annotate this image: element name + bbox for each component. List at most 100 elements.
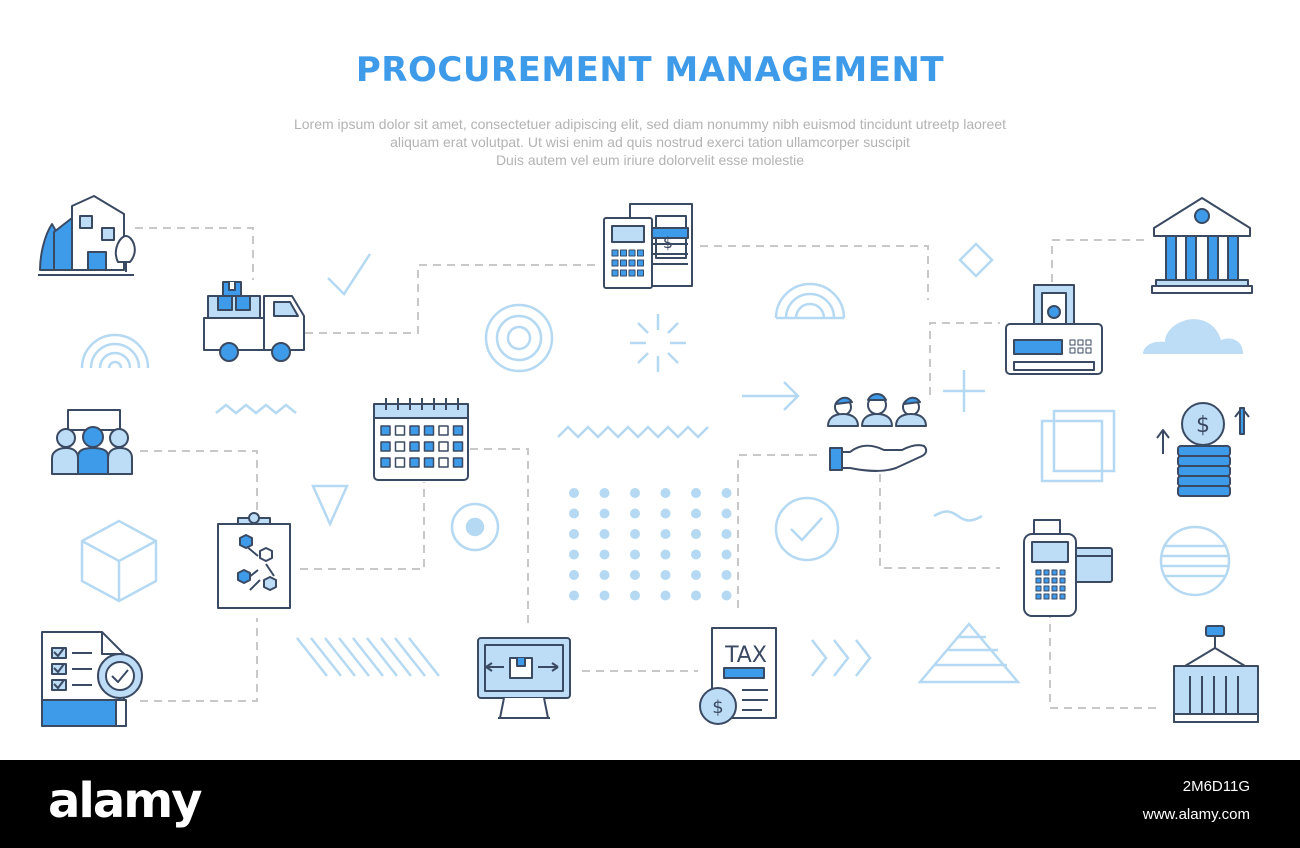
calendar-day-cell [438,441,449,452]
svg-text:TAX: TAX [724,643,767,668]
watermark-footer-bar [0,760,1300,848]
sparkle-decor [630,314,686,372]
calculator-key [628,259,636,267]
calendar-day-cell [394,441,406,452]
terminal-key [1043,593,1050,600]
image-id-label: 2M6D11G [1182,778,1250,795]
dot [691,529,701,539]
dot [630,529,640,539]
zigzag-decor [557,425,709,439]
dot [721,549,732,560]
card-payment-terminal-icon [1023,519,1113,617]
subtitle-line-3: Duis autem vel eum iriure dolorvelit ess… [495,152,805,168]
calendar-day-cell [409,425,420,436]
terminal-key [1051,577,1058,584]
bank-icon [1151,197,1253,294]
dot [660,570,671,580]
register-key [1085,339,1092,346]
calculator-key [637,259,644,267]
dot [691,488,701,498]
terminal-key [1051,569,1058,576]
dot [569,488,579,498]
cube-decor [80,519,158,603]
dot [599,570,610,580]
svg-text:$: $ [712,697,723,718]
dot [630,549,640,560]
calendar-day-cell [394,425,406,436]
calculator-key [628,249,636,257]
dot [569,549,579,560]
rainbow-arc-decor [80,333,150,369]
calendar-day-cell [394,457,406,468]
stripes-decor [296,637,440,677]
brand-logo: alamy [48,773,203,829]
diamond-decor [958,242,994,278]
supplier-hand-icon [827,393,928,472]
terminal-key [1059,577,1066,584]
monitor-package-icon [477,637,571,719]
dot [660,508,671,519]
cash-register-icon [1005,284,1103,375]
ring-dot-decor [450,502,500,552]
calendar-day-cell [452,425,464,436]
terminal-key [1035,593,1042,600]
accounting-calculator-icon: $ [603,203,693,289]
decorative-shapes [80,242,1231,684]
dot [691,549,701,560]
dot [630,590,640,601]
calendar-day-cell [380,457,391,468]
dot [599,590,610,601]
terminal-key [1043,585,1050,592]
plus-decor [943,370,985,412]
calculator-key [611,269,619,277]
terminal-key [1035,569,1042,576]
dot [599,529,610,539]
terminal-key [1059,585,1066,592]
dot [691,570,701,580]
calendar-day-cell [438,457,449,468]
svg-text:$: $ [1196,413,1210,438]
hexagon-network-clipboard-icon [217,512,291,609]
dot [599,488,610,498]
terminal-key [1051,593,1058,600]
calculator-key [620,249,627,257]
dot [599,549,610,560]
register-key [1077,347,1084,354]
svg-text:$: $ [663,233,673,252]
calendar-day-cell [452,441,464,452]
calendar-day-cell [438,425,449,436]
dot [630,508,640,519]
cargo-container-icon [1173,625,1259,723]
team-presentation-icon [51,409,133,475]
calendar-day-cell [423,425,435,436]
register-key [1085,347,1092,354]
dot [630,488,640,498]
dot [569,529,579,539]
calendar-day-cell [423,457,435,468]
dot [569,508,579,519]
terminal-key [1059,569,1066,576]
register-key [1069,347,1076,354]
chevrons-decor [811,639,872,677]
terminal-key [1035,577,1042,584]
dot [721,508,732,519]
delivery-truck-icon [203,281,305,362]
dashed-connectors [135,227,1160,709]
striped-circle-decor [1159,525,1231,597]
website-label: www.alamy.com [1142,806,1250,823]
calculator-key [637,249,644,257]
half-circle-decor [774,282,846,320]
cloud-decor [1143,319,1243,354]
calculator-key [620,269,627,277]
concentric-circle-decor [484,303,554,373]
dot-grid-decor [569,488,732,601]
page-title: PROCUREMENT MANAGEMENT [355,50,945,90]
calendar-day-cell [380,441,391,452]
terminal-key [1043,569,1050,576]
arrow-decor [742,381,800,411]
terminal-key [1043,577,1050,584]
calendar-day-cell [380,425,391,436]
dot [721,488,732,498]
dot [599,508,610,519]
dot [660,549,671,560]
